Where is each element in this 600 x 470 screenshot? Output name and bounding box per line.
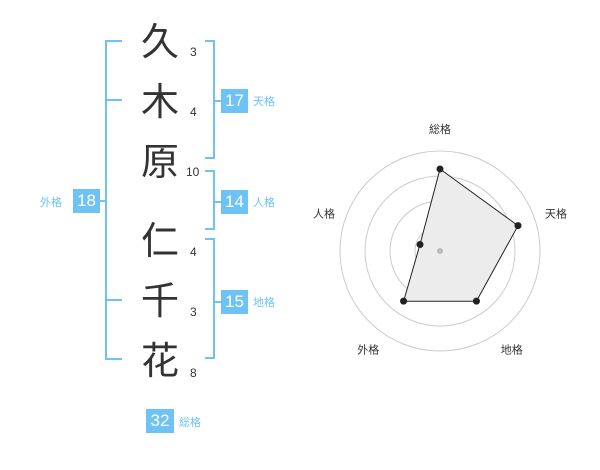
radar-center	[437, 248, 443, 254]
name-char-4: 仁	[140, 219, 179, 263]
radar-outline	[402, 168, 519, 302]
name-char-3: 原	[140, 140, 179, 184]
radar-point-5	[416, 241, 424, 249]
name-char-5: 千	[140, 279, 179, 323]
jinkaku-label: 人格	[253, 196, 275, 209]
radar-points	[400, 165, 522, 305]
name-char-6: 花	[140, 339, 179, 383]
tenkaku-score: 17	[221, 89, 248, 113]
radar-axis-label-4: 外格	[357, 343, 379, 357]
stroke-count-1: 3	[190, 45, 197, 59]
chikaku-bracket	[205, 238, 215, 359]
radar-axis-label-3: 地格	[501, 343, 523, 357]
radar-point-3	[472, 297, 480, 305]
soukaku-label: 総格	[179, 416, 201, 429]
radar-point-2	[514, 222, 522, 230]
chikaku-label: 地格	[253, 296, 275, 309]
chikaku-score: 15	[221, 290, 248, 314]
radar-point-4	[400, 297, 408, 305]
tenkaku-label: 天格	[253, 95, 275, 108]
stroke-count-4: 4	[190, 245, 197, 259]
gaikaku-score: 18	[73, 189, 100, 213]
stroke-count-3: 10	[186, 165, 200, 179]
soukaku-score: 32	[146, 409, 174, 433]
stroke-count-2: 4	[190, 105, 197, 119]
tenkaku-bracket	[205, 40, 215, 159]
radar-axis-label-1: 総格	[429, 122, 451, 136]
radar-point-1	[436, 165, 444, 173]
gaikaku-label: 外格	[40, 196, 62, 209]
radar-axis-label-5: 人格	[313, 206, 335, 220]
radar-area	[403, 169, 518, 302]
stroke-count-5: 3	[190, 305, 197, 319]
jinkaku-score: 14	[221, 190, 248, 214]
name-char-1: 久	[140, 20, 179, 64]
radar-axis-label-2: 天格	[545, 206, 567, 220]
jinkaku-bracket	[205, 170, 215, 230]
stroke-count-6: 8	[190, 366, 197, 380]
name-char-2: 木	[140, 80, 179, 124]
radar-ring-4	[339, 150, 541, 352]
